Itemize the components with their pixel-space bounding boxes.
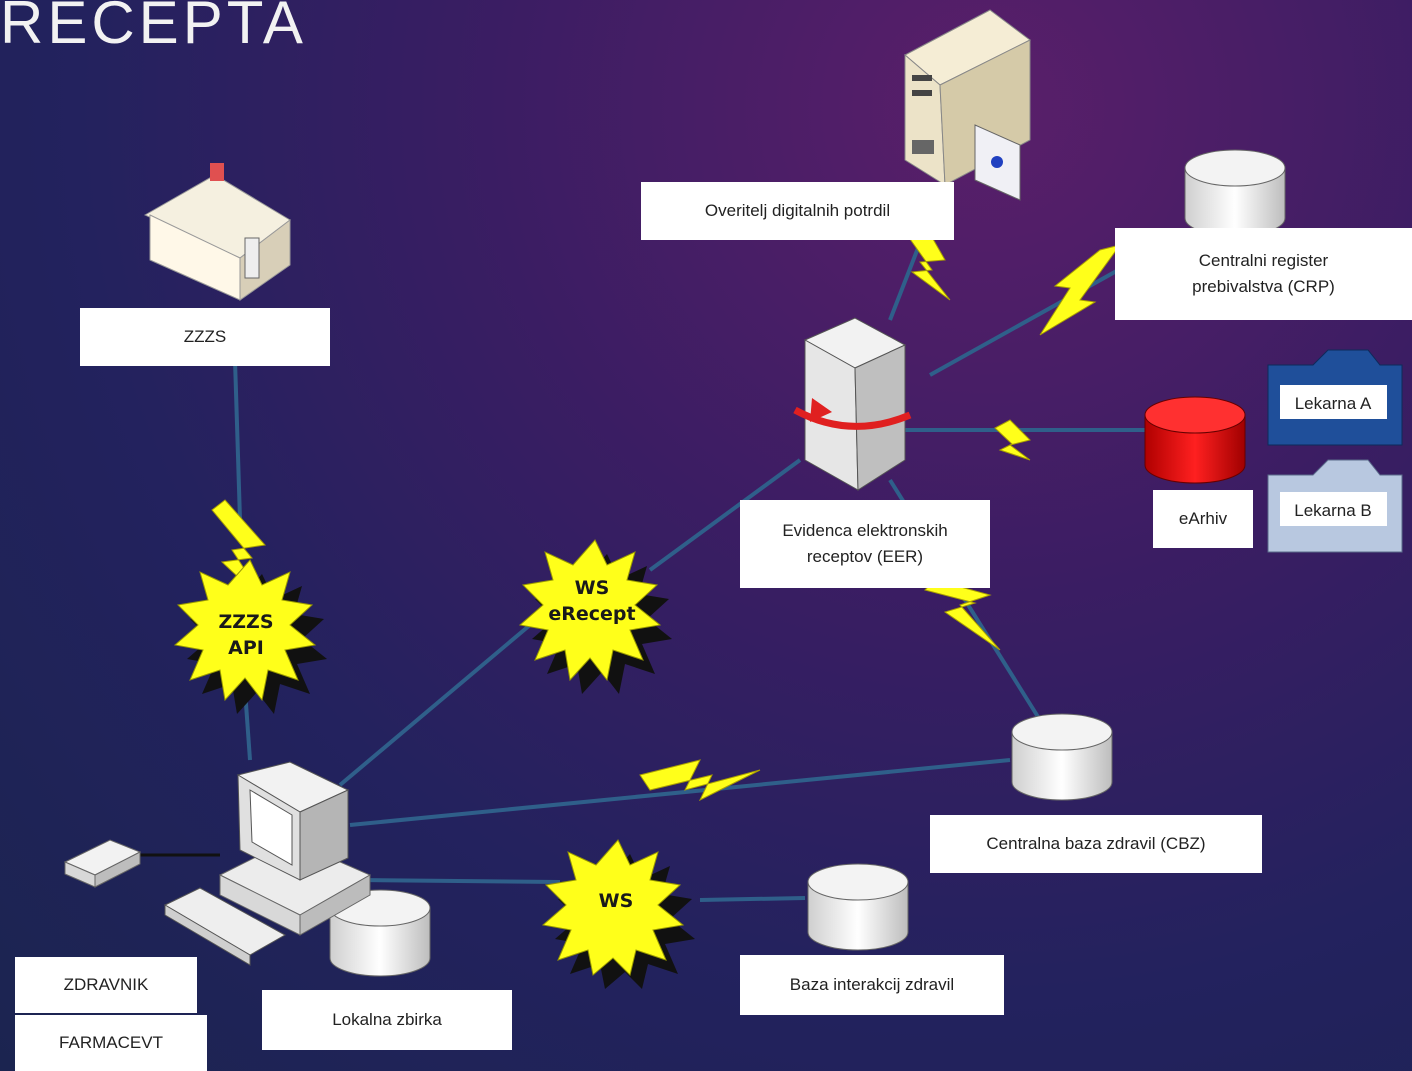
database-crp-icon (1184, 149, 1286, 237)
crp-label: Centralni register prebivalstva (CRP) (1115, 228, 1412, 320)
baza-interakcij-label: Baza interakcij zdravil (740, 955, 1004, 1015)
lightning-earhiv-icon (994, 419, 1031, 461)
lightning-bolts (211, 224, 1122, 802)
link-pc-cbz (349, 758, 1011, 827)
lokalna-zbirka-label: Lokalna zbirka (262, 990, 512, 1050)
ws-erecept-label: WS (575, 577, 610, 599)
zzzs-api-badge: ZZZS API (173, 559, 327, 714)
lightning-cbz-icon (924, 579, 1001, 651)
page-title: RECEPTA (0, 0, 307, 56)
zzzs-label: ZZZS (80, 308, 330, 366)
lightning-crp-icon (1039, 244, 1122, 336)
folder-lekarna-a-icon: Lekarna A (1267, 349, 1403, 446)
ws-erecept-badge: WS eRecept (518, 539, 672, 694)
crp-label-line2: prebivalstva (CRP) (1192, 277, 1335, 296)
link-erecept-eer (648, 458, 802, 572)
database-interakcije-icon (807, 863, 909, 951)
eer-label: Evidenca elektronskih receptov (EER) (740, 500, 990, 588)
eer-label-line2: receptov (EER) (806, 547, 924, 566)
erecept-label: eRecept (548, 603, 635, 625)
earhiv-label: eArhiv (1153, 490, 1253, 548)
house-icon (143, 163, 291, 301)
cbz-label: Centralna baza zdravil (CBZ) (930, 815, 1262, 873)
server-icon (904, 9, 1031, 201)
computer-icon (163, 761, 372, 966)
folder-lekarna-b-icon: Lekarna B (1267, 459, 1403, 553)
database-earhiv-icon (1144, 396, 1246, 484)
lekarna-a-label: Lekarna A (1295, 394, 1372, 413)
zdravnik-label: ZDRAVNIK (15, 957, 197, 1013)
link-pc-ws (359, 878, 561, 884)
farmacevt-label: FARMACEVT (15, 1015, 207, 1071)
database-cbz-icon (1011, 713, 1113, 801)
link-zzzs-api (233, 359, 242, 521)
zzzs-api-label: ZZZS (218, 611, 273, 633)
eer-server-icon (793, 317, 912, 491)
lekarna-b-label: Lekarna B (1294, 501, 1372, 520)
lightning-pc-cbz-icon (639, 759, 761, 802)
router-icon (63, 839, 142, 888)
eer-label-line1: Evidenca elektronskih (782, 521, 948, 540)
crp-label-line1: Centralni register (1198, 251, 1329, 270)
link-pc-erecept (338, 623, 532, 787)
link-ws-interakcije (699, 896, 806, 902)
database-lokalna-icon (329, 889, 431, 977)
api-label: API (228, 637, 264, 659)
ws-badge: WS (541, 839, 695, 989)
overitelj-label: Overitelj digitalnih potrdil (641, 182, 954, 240)
ws-label: WS (599, 890, 634, 912)
